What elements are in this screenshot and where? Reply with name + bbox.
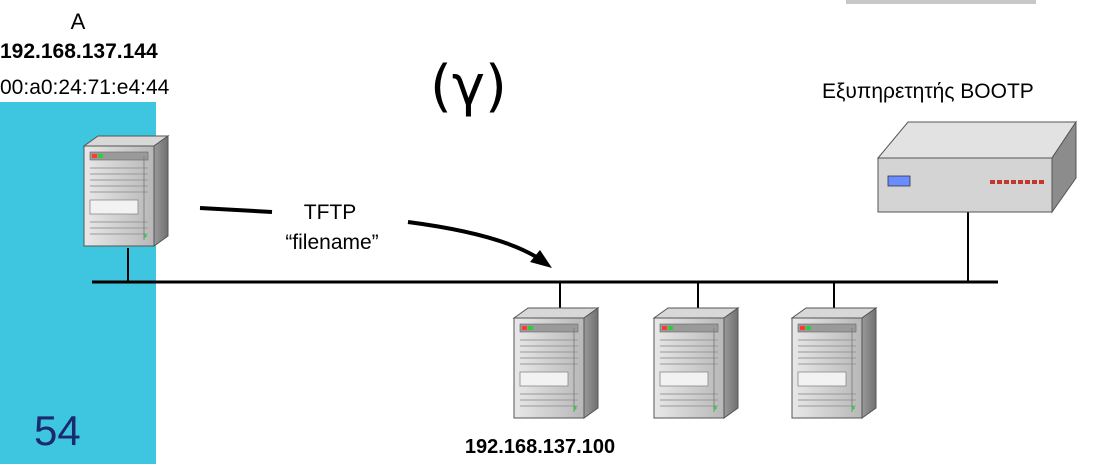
step-label: (γ) [430,54,507,119]
bootp-server-label: Εξυπηρετητής BOOTP [822,80,1034,103]
corner-rule [846,0,1036,4]
tftp-protocol-label: TFTP [303,201,357,224]
tftp-arrow-tail [199,206,273,214]
host-a-server-icon [83,135,169,247]
tftp-filename-label: “filename” [285,231,379,254]
bootp-server-icon [876,120,1077,214]
tftp-arrow-curve [407,220,540,260]
host-a-label: A [70,9,86,34]
tftp-arrowhead [530,250,552,268]
sidebar-top-blank [0,0,156,102]
host-a-ip: 192.168.137.144 [0,40,158,63]
client-3-server-icon [791,307,877,419]
client-2-server-icon [653,307,739,419]
host-a-mac: 00:a0:24:71:e4:44 [0,76,170,99]
client-ip-label: 192.168.137.100 [464,436,616,458]
client-1-server-icon [513,307,599,419]
slide-number: 54 [34,407,81,454]
